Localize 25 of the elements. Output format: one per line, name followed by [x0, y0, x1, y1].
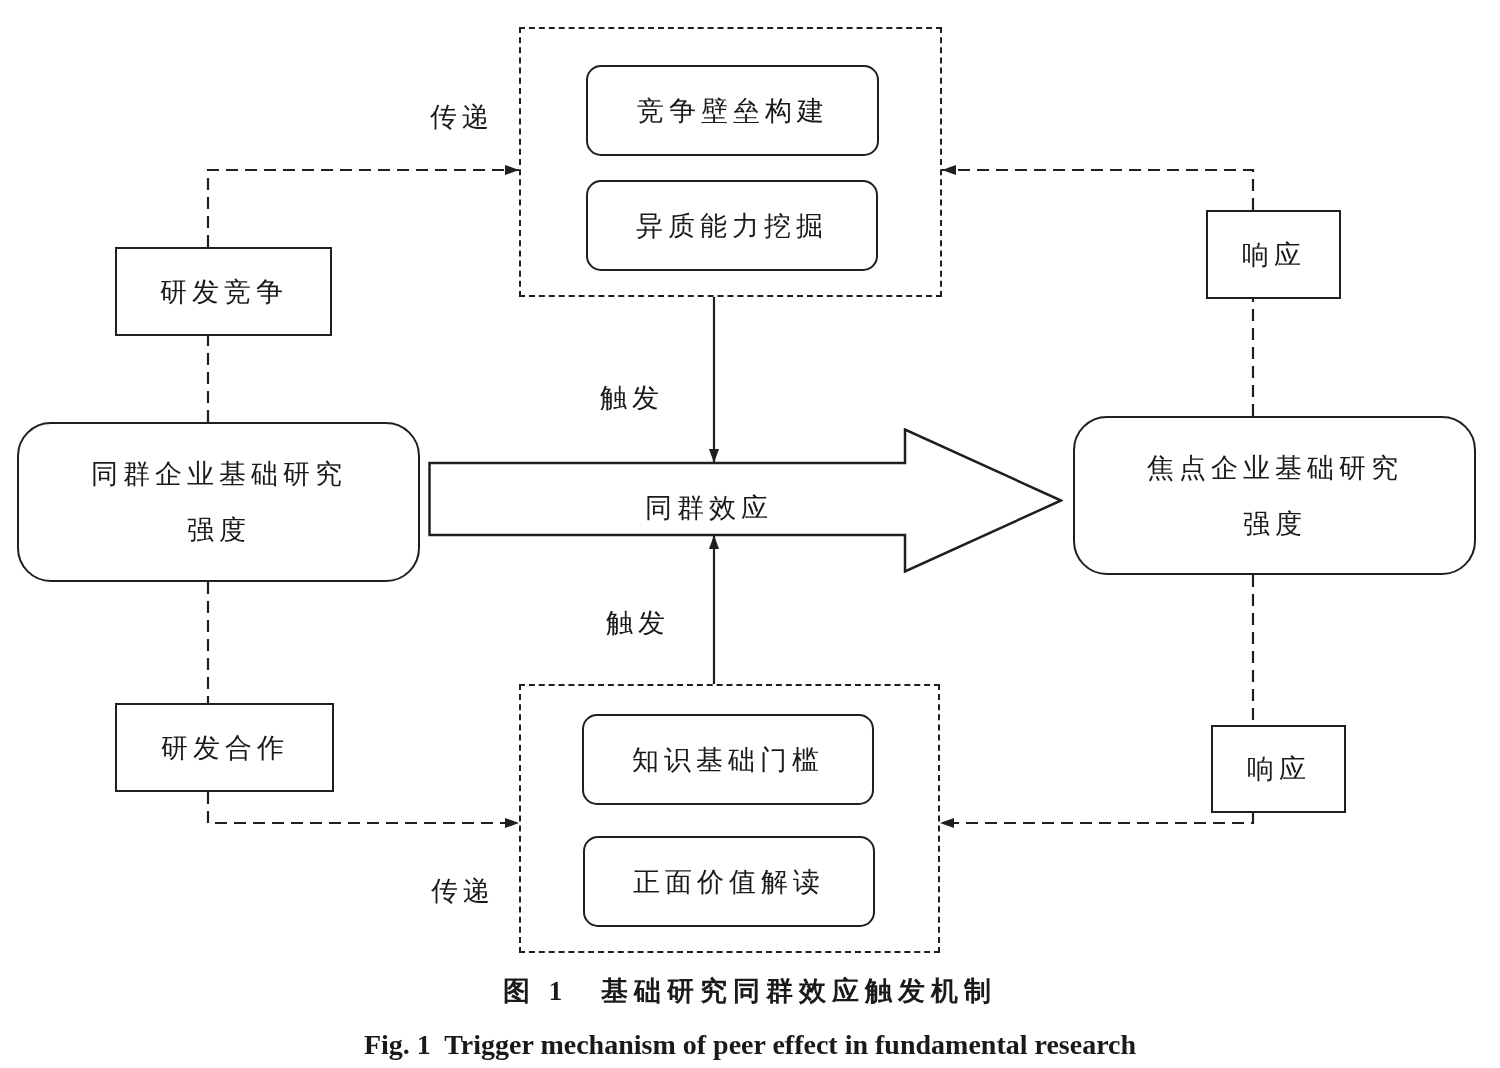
dashed-arrow: [206, 165, 519, 247]
arrow: [709, 297, 719, 463]
dashed-group-box: [519, 27, 942, 297]
rounded-box: 焦点企业基础研究强度: [1073, 416, 1476, 575]
dashed-line: [206, 336, 210, 422]
dashed-arrow: [940, 813, 1255, 828]
rect-box: 响应: [1206, 210, 1341, 299]
rounded-box: 知识基础门槛: [582, 714, 874, 805]
dashed-arrow: [206, 792, 519, 828]
rounded-box: 异质能力挖掘: [586, 180, 878, 271]
arrow: [709, 535, 719, 684]
rect-box: 响应: [1211, 725, 1346, 813]
block-arrow: [428, 428, 1063, 573]
dashed-line: [206, 582, 210, 703]
dashed-group-box: [519, 684, 940, 953]
rounded-box: 正面价值解读: [583, 836, 875, 927]
rounded-box: 竞争壁垒构建: [586, 65, 879, 156]
dashed-arrow: [942, 165, 1255, 210]
rounded-box: 同群企业基础研究强度: [17, 422, 420, 582]
figure-caption-english: Fig. 1 Trigger mechanism of peer effect in fundamental research: [362, 1028, 1138, 1062]
dashed-line: [1251, 299, 1255, 416]
rect-box: 研发合作: [115, 703, 334, 792]
rect-box: 研发竞争: [115, 247, 332, 336]
arrow-label: 同群效应: [645, 492, 773, 525]
figure-caption: 图 1 基础研究同群效应触发机制: [501, 975, 999, 1008]
